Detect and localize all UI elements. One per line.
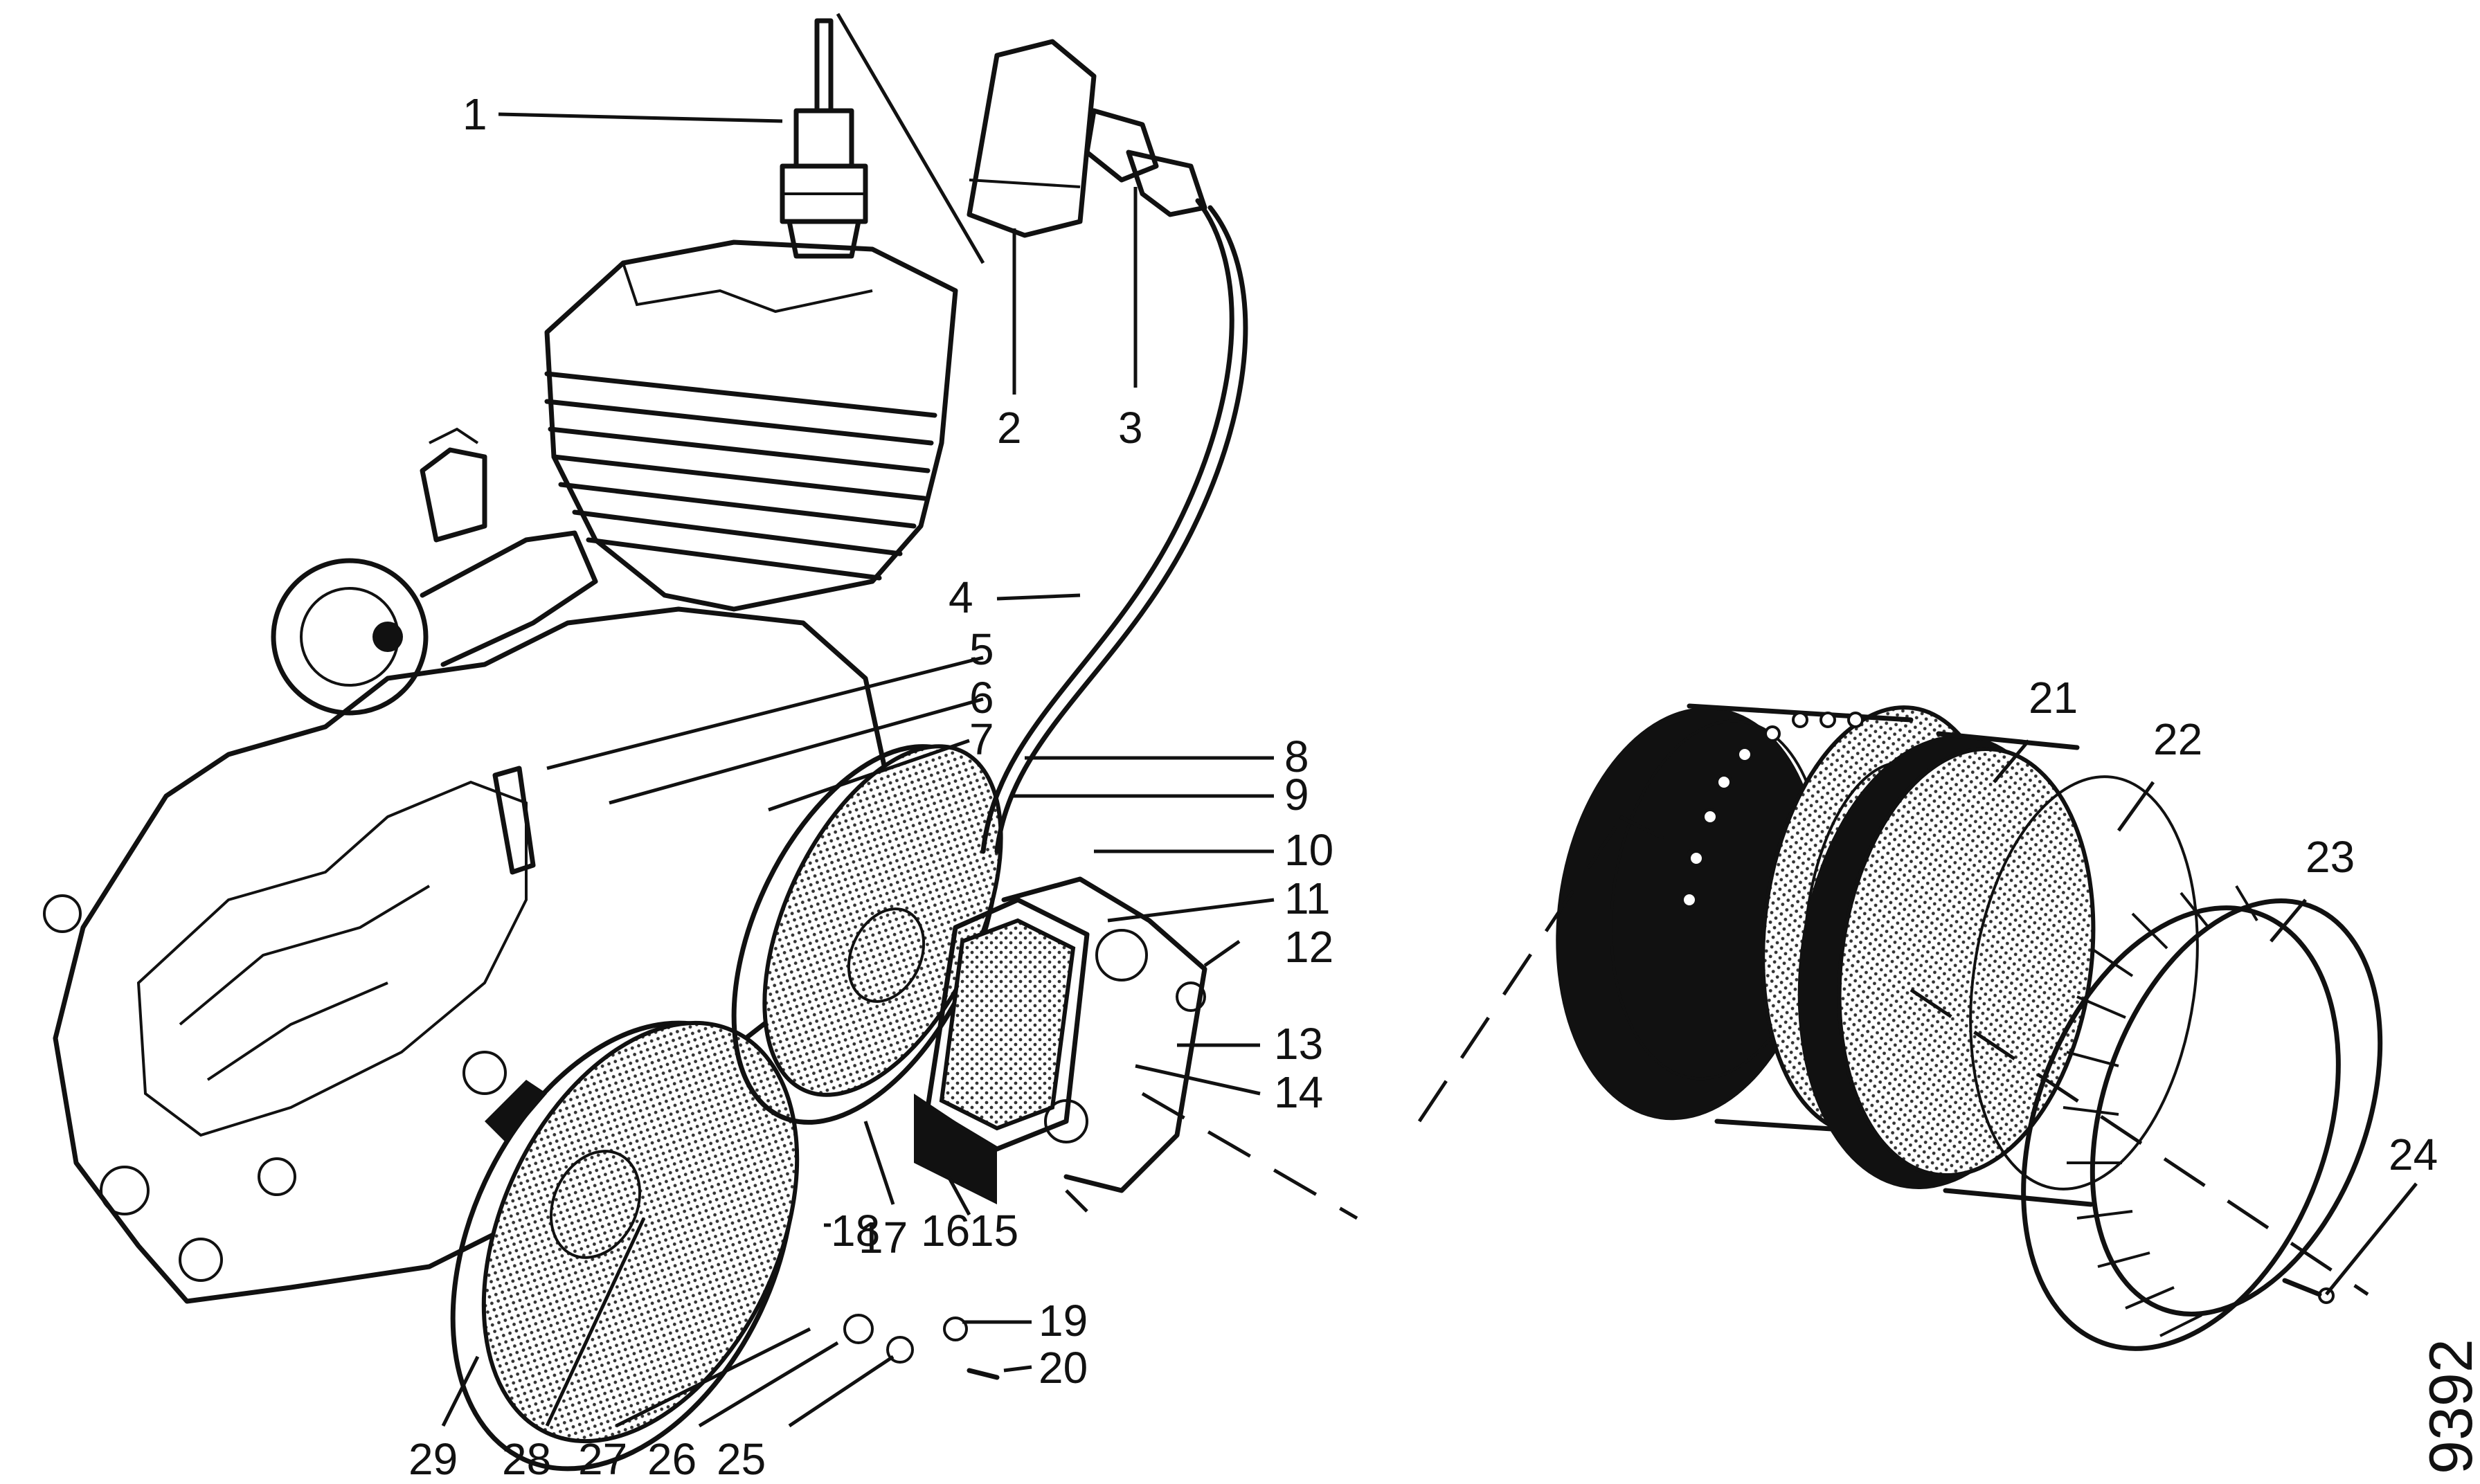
label-8: 8 [1284,732,1309,781]
label-27: 27 [578,1434,627,1484]
label-16: 16 [921,1206,970,1256]
label-5: 5 [969,624,994,674]
label-10: 10 [1284,825,1333,875]
label-20: 20 [1039,1343,1088,1393]
label-25: 25 [717,1434,766,1484]
flywheel-assembly-drawing [1556,703,2383,1351]
label-15: 15 [969,1206,1018,1256]
engine-block-drawing [43,18,1248,1472]
label-11: 11 [1284,874,1330,923]
label-28: 28 [502,1434,551,1484]
label-7: 7 [969,714,994,764]
label-6: 6 [969,673,994,723]
label-22: 22 [2153,714,2202,764]
label-14: 14 [1274,1067,1323,1117]
label-12: 12 [1284,922,1333,972]
label-24: 24 [2389,1130,2438,1179]
label-3: 3 [1118,403,1143,453]
assembly-dashed-lines [1141,808,2369,1296]
label-13: 13 [1274,1019,1323,1069]
label-2: 2 [997,403,1022,453]
label-29: 29 [408,1434,458,1484]
label-23: 23 [2306,832,2355,882]
label-21: 21 [2029,673,2078,723]
label-4: 4 [949,572,973,622]
label-18: 18 [831,1206,880,1256]
label-17: 17 [859,1213,908,1263]
figure-number: 9392 [2416,1339,2480,1474]
leader-lines [441,12,2418,1428]
label-1: 1 [462,89,487,139]
label-26: 26 [647,1434,697,1484]
label-19: 19 [1039,1296,1088,1346]
label-9: 9 [1284,770,1309,820]
part-labels: 1 2 3 4 5 6 7 8 9 10 11 12 13 14 15 16 1… [408,89,2438,1484]
